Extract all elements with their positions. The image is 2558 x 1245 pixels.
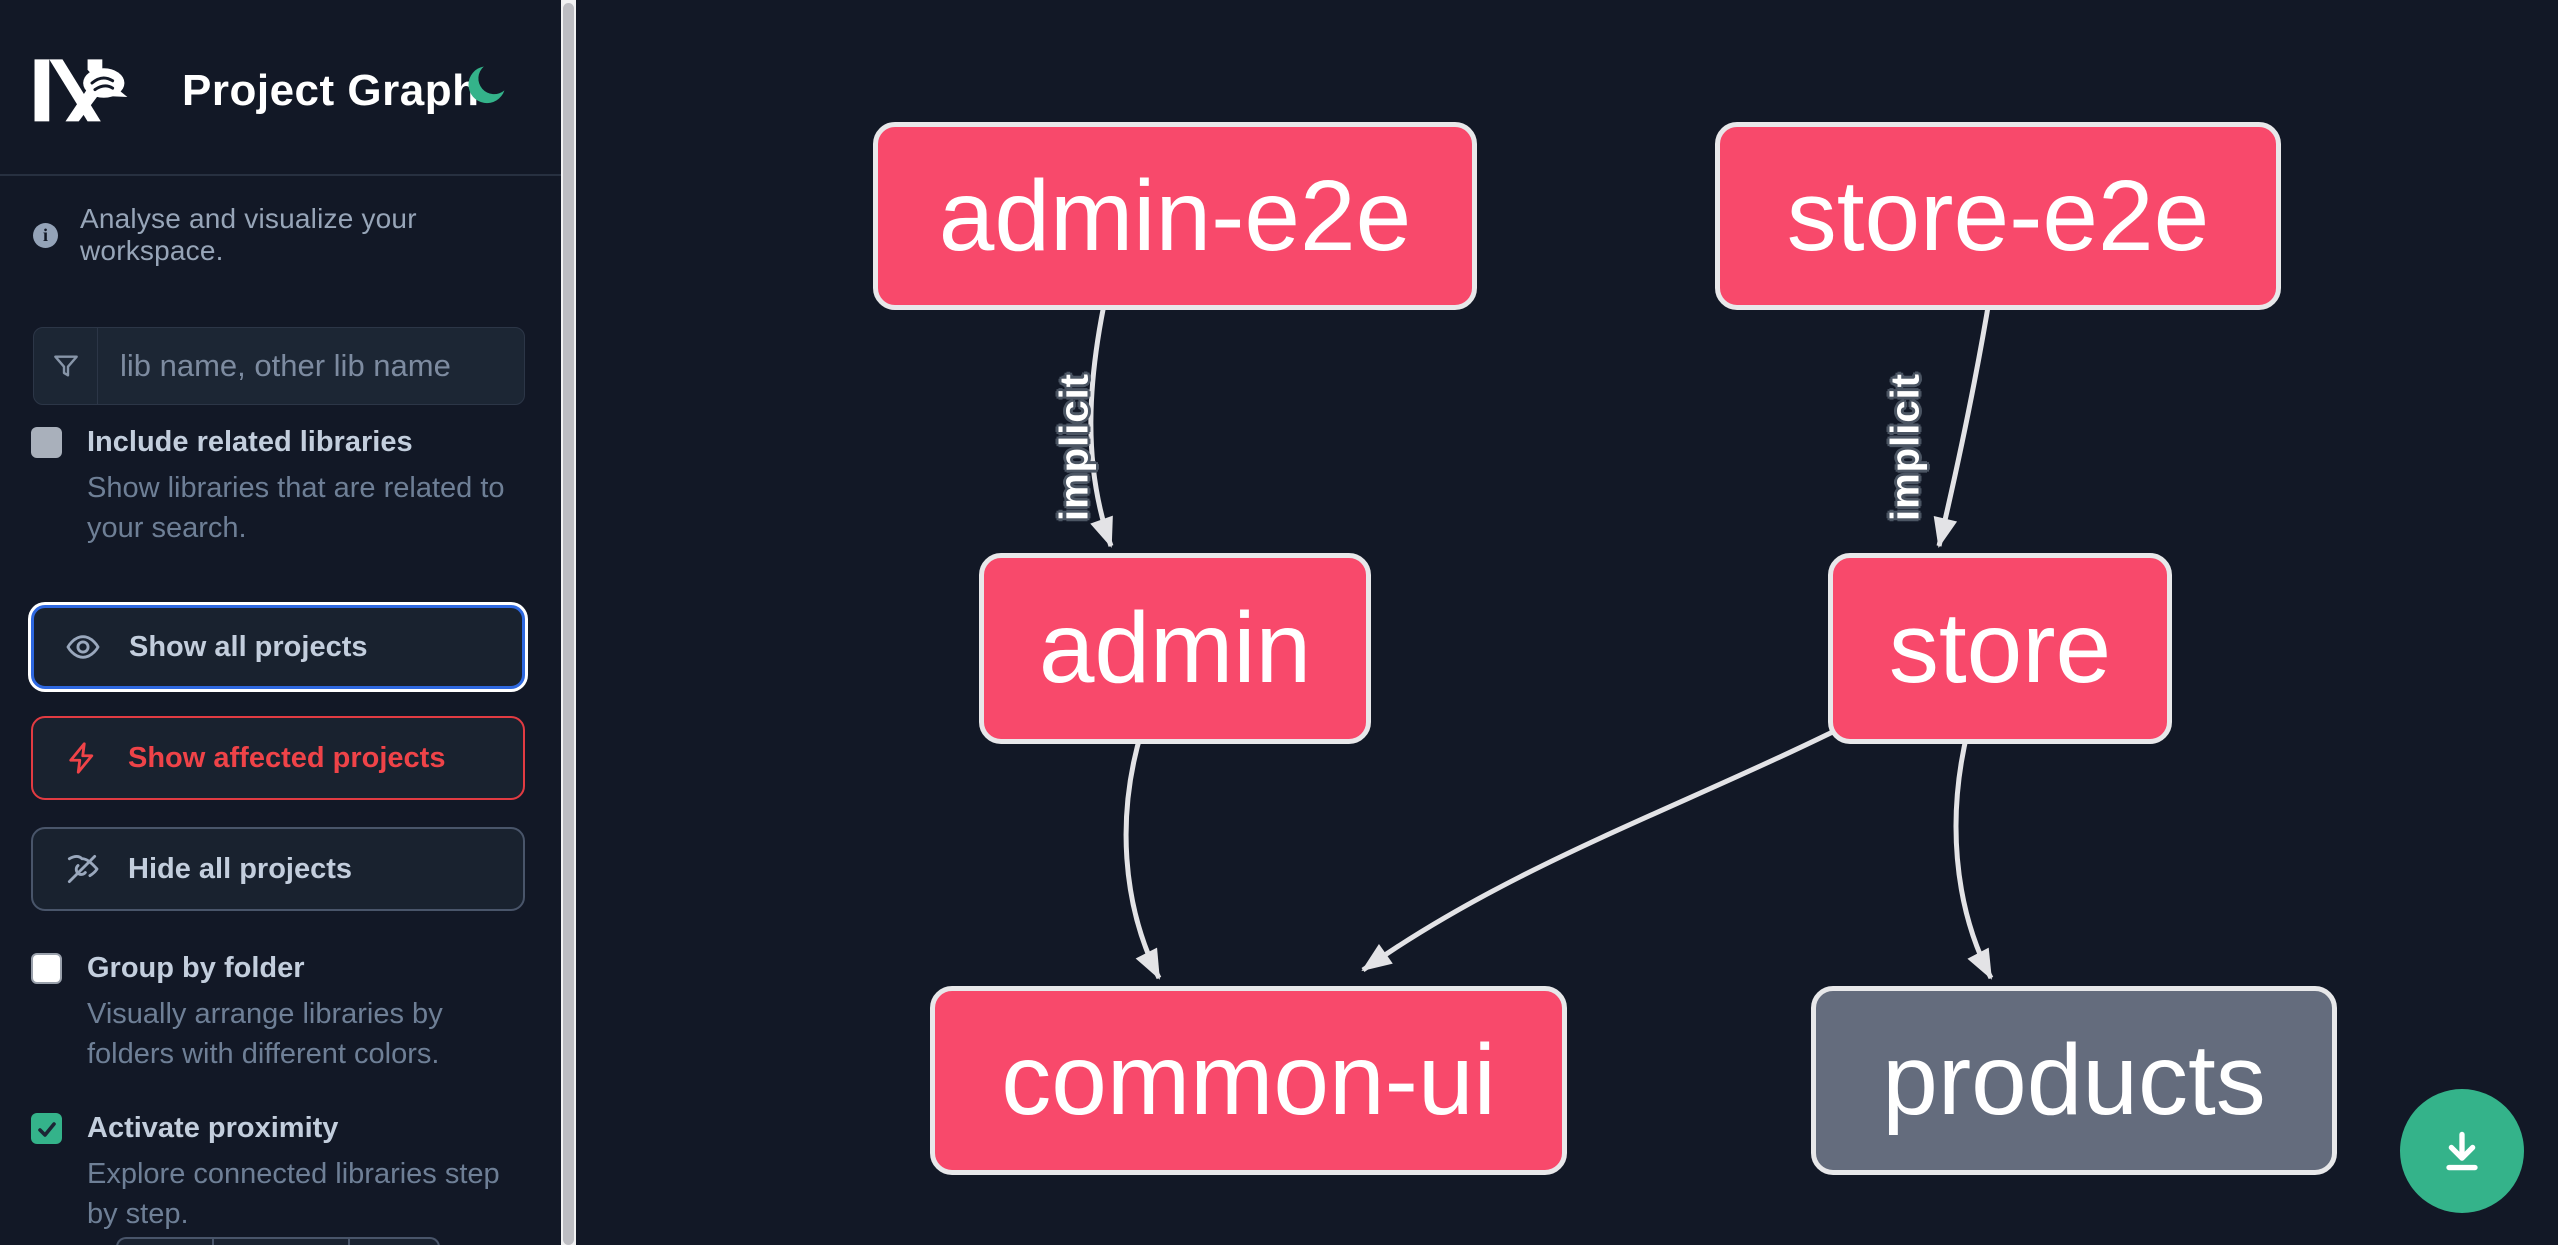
button-label: Show affected projects — [128, 741, 446, 774]
edge-admin-common-ui — [1123, 729, 1162, 980]
edge-store-common-ui — [1361, 697, 1898, 973]
checkbox-label[interactable]: Include related libraries — [87, 426, 413, 458]
checkbox-description: Explore connected libraries step by step… — [87, 1158, 500, 1230]
search-box — [33, 327, 541, 405]
graph-node-products[interactable]: products — [1811, 986, 2337, 1175]
graph-node-store[interactable]: store — [1828, 553, 2172, 744]
checkbox-row-include-related: Include related libraries Show libraries… — [31, 425, 531, 548]
project-graph-canvas[interactable]: implicit implicit admin-e2e store-e2e ad… — [576, 0, 2558, 1245]
edge-label-implicit: implicit — [1052, 372, 1097, 522]
moon-icon[interactable] — [460, 60, 512, 112]
show-affected-projects-button[interactable]: Show affected projects — [31, 716, 525, 800]
stepper-value — [212, 1239, 348, 1245]
show-all-projects-button[interactable]: Show all projects — [31, 605, 525, 689]
proximity-stepper[interactable] — [116, 1237, 440, 1245]
graph-edges — [1088, 294, 1994, 980]
checkbox-label[interactable]: Group by folder — [87, 952, 305, 984]
eye-off-icon — [62, 849, 102, 889]
activate-proximity-checkbox[interactable] — [31, 1113, 62, 1144]
tagline-row: i Analyse and visualize your workspace. — [33, 203, 533, 267]
funnel-icon — [34, 328, 98, 404]
tagline-text: Analyse and visualize your workspace. — [80, 203, 417, 266]
button-label: Hide all projects — [128, 852, 353, 885]
download-image-button[interactable] — [2400, 1089, 2524, 1213]
sidebar-scrollbar[interactable] — [561, 0, 576, 1245]
button-label: Show all projects — [129, 630, 368, 663]
edge-label-implicit: implicit — [1883, 372, 1928, 522]
hide-all-projects-button[interactable]: Hide all projects — [31, 827, 525, 911]
page-title: Project Graph — [182, 66, 480, 115]
graph-node-admin[interactable]: admin — [979, 553, 1371, 744]
download-icon — [2446, 1131, 2478, 1171]
sidebar-header: Project Graph — [0, 0, 561, 176]
graph-node-common-ui[interactable]: common-ui — [930, 986, 1567, 1175]
checkbox-row-group-by-folder: Group by folder Visually arrange librari… — [31, 951, 531, 1074]
scrollbar-thumb[interactable] — [563, 3, 574, 1245]
checkbox-description: Show libraries that are related to your … — [87, 472, 505, 544]
info-icon: i — [33, 222, 58, 248]
edge-store-e2e-store — [1933, 294, 1993, 548]
checkbox-label[interactable]: Activate proximity — [87, 1112, 339, 1144]
check-icon — [37, 1121, 56, 1137]
sidebar: Project Graph i Analyse and visualize yo… — [0, 0, 561, 1245]
include-related-checkbox[interactable] — [31, 427, 62, 458]
checkbox-description: Visually arrange libraries by folders wi… — [87, 998, 443, 1070]
edge-admin-e2e-admin — [1088, 294, 1114, 548]
graph-node-store-e2e[interactable]: store-e2e — [1715, 122, 2281, 310]
search-input[interactable] — [98, 328, 541, 404]
edge-store-products — [1953, 729, 1994, 980]
graph-node-admin-e2e[interactable]: admin-e2e — [873, 122, 1477, 310]
bolt-icon — [62, 738, 102, 778]
group-by-folder-checkbox[interactable] — [31, 953, 62, 984]
eye-icon — [63, 627, 103, 667]
nx-logo — [34, 59, 128, 122]
checkbox-row-activate-proximity: Activate proximity Explore connected lib… — [31, 1111, 531, 1234]
stepper-increment[interactable] — [348, 1239, 434, 1245]
stepper-decrement[interactable] — [118, 1239, 212, 1245]
